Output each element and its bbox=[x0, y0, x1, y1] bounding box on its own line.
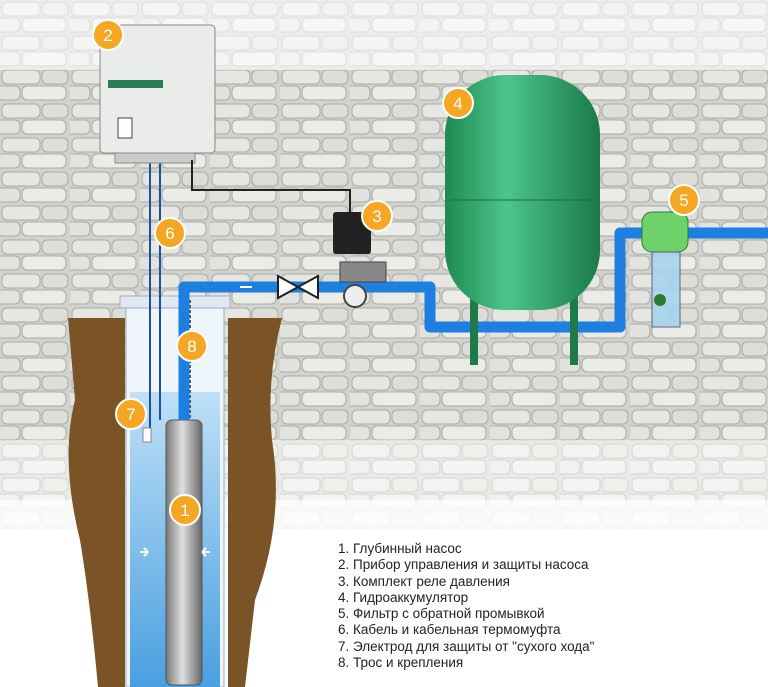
badge-5: 5 bbox=[668, 184, 700, 216]
legend: 1. Глубинный насос 2. Прибор управления … bbox=[338, 541, 594, 671]
legend-item: 3. Комплект реле давления bbox=[338, 573, 510, 589]
svg-text:3: 3 bbox=[372, 207, 381, 226]
legend-item: 6. Кабель и кабельная термомуфта bbox=[338, 622, 561, 638]
svg-text:7: 7 bbox=[126, 405, 135, 424]
pressure-gauge bbox=[343, 284, 367, 308]
badge-3: 3 bbox=[361, 200, 393, 232]
svg-text:6: 6 bbox=[165, 224, 174, 243]
legend-item: 7. Электрод для защиты от "сухого хода" bbox=[338, 638, 595, 654]
water-pipe bbox=[178, 227, 768, 420]
dry-run-electrode bbox=[142, 427, 152, 443]
badge-2: 2 bbox=[92, 19, 124, 51]
legend-item: 2. Прибор управления и защиты насоса bbox=[338, 557, 589, 573]
legend-item: 4. Гидроаккумулятор bbox=[338, 589, 469, 605]
legend-item: 5. Фильтр с обратной промывкой bbox=[338, 606, 545, 622]
badge-1: 1 bbox=[169, 494, 201, 526]
svg-text:2: 2 bbox=[103, 26, 112, 45]
soil-right bbox=[228, 318, 282, 687]
svg-text:8: 8 bbox=[187, 337, 196, 356]
hydro-accumulator bbox=[445, 75, 600, 310]
legend-item: 8. Трос и крепления bbox=[338, 655, 464, 671]
badge-8: 8 bbox=[176, 330, 208, 362]
check-valve bbox=[277, 274, 319, 300]
badge-4: 4 bbox=[442, 87, 474, 119]
badge-6: 6 bbox=[154, 217, 186, 249]
svg-text:1: 1 bbox=[180, 501, 189, 520]
pressure-switch bbox=[333, 212, 371, 254]
legend-item: 1. Глубинный насос bbox=[338, 541, 462, 556]
svg-text:4: 4 bbox=[453, 94, 462, 113]
badge-7: 7 bbox=[115, 398, 147, 430]
soil-left bbox=[68, 318, 125, 687]
svg-text:5: 5 bbox=[679, 191, 688, 210]
